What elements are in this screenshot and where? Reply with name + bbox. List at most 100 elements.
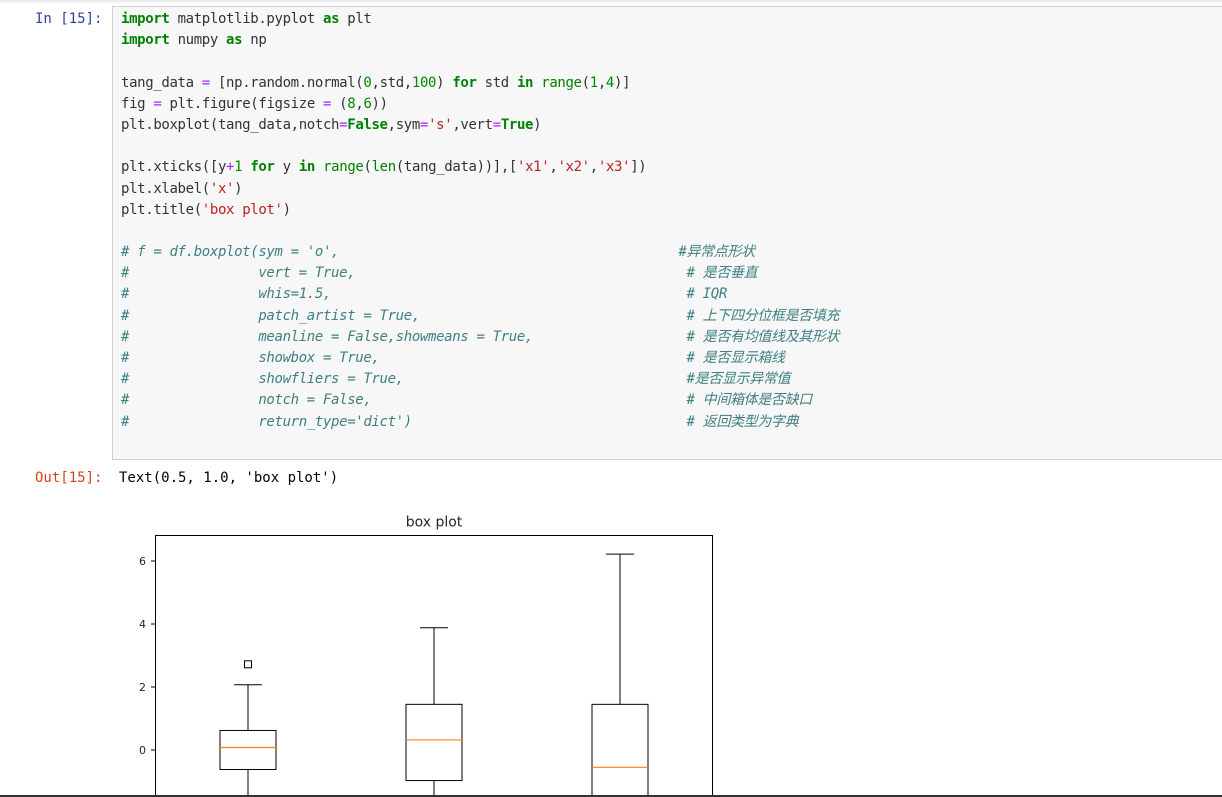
box-body <box>219 729 277 771</box>
code-line: # vert = True, # 是否垂直 <box>121 263 839 284</box>
code-line: # showbox = True, # 是否显示箱线 <box>121 348 839 369</box>
code-token: = <box>419 116 429 133</box>
code-token: = <box>153 95 162 112</box>
code-line: # showfliers = True, #是否显示异常值 <box>121 369 839 390</box>
code-token: ,std, <box>371 74 412 91</box>
code-line: plt.title('box plot') <box>121 200 839 221</box>
code-token: range <box>323 159 364 176</box>
code-token: = <box>323 95 332 112</box>
code-token: , <box>355 95 364 112</box>
box-plot-chart: box plot 0 2 4 6 <box>139 515 713 797</box>
code-token: [np.random.normal( <box>209 74 364 91</box>
code-token: 1 <box>234 159 243 176</box>
code-line: ​ <box>121 51 839 72</box>
axes-frame <box>155 535 713 797</box>
code-line: # notch = False, # 中间箱体是否缺口 <box>121 390 839 411</box>
code-token: plt <box>339 11 372 27</box>
code-line: plt.boxplot(tang_data,notch=False,sym='s… <box>121 115 839 136</box>
code-token: ) <box>282 201 291 218</box>
y-tick-label: 4 <box>139 618 146 631</box>
code-token: import <box>121 11 170 27</box>
y-tick-label: 0 <box>139 744 146 757</box>
code-token: 6 <box>363 95 372 112</box>
code-line: # meanline = False,showmeans = True, # 是… <box>121 327 840 348</box>
code-token: # patch_artist = True, # 上下四分位框是否填充 <box>121 307 840 324</box>
code-token: = <box>339 116 348 133</box>
code-token: = <box>201 74 210 91</box>
code-token: ) <box>533 116 542 133</box>
code-token: 'x1' <box>517 159 550 176</box>
code-token: tang_data <box>121 74 202 91</box>
code-token: ) <box>436 74 453 91</box>
code-token: True <box>500 116 534 133</box>
code-token: import <box>121 32 170 49</box>
code-token: as <box>226 32 243 49</box>
code-line: # patch_artist = True, # 上下四分位框是否填充 <box>121 306 840 327</box>
code-token: ( <box>331 95 348 112</box>
code-token: len <box>371 159 397 176</box>
code-token: = <box>492 116 501 133</box>
code-token: range <box>541 74 582 91</box>
code-token: # showbox = True, # 是否显示箱线 <box>121 350 785 366</box>
code-line: plt.xlabel('x') <box>121 179 839 200</box>
outlier-marker <box>244 660 252 669</box>
code-token: 0 <box>363 74 372 91</box>
code-token: plt.boxplot(tang_data,notch <box>121 116 340 133</box>
code-token: , <box>597 74 606 91</box>
code-token: in <box>298 159 316 176</box>
y-axis: 0 2 4 6 <box>139 555 156 757</box>
code-token: ) <box>234 180 243 197</box>
code-token: in <box>516 74 534 91</box>
code-token: numpy <box>169 32 227 49</box>
code-token: 100 <box>411 74 437 91</box>
code-token: 'x' <box>209 180 235 197</box>
chart-title: box plot <box>406 515 463 531</box>
code-token: matplotlib.pyplot <box>169 11 323 27</box>
y-tick-label: 2 <box>139 681 146 694</box>
code-token: ( <box>581 74 590 91</box>
code-token: + <box>226 159 235 176</box>
code-token: False <box>347 116 388 133</box>
code-line: # return_type='dict') # 返回类型为字典 <box>121 412 839 433</box>
code-line: ​ <box>121 221 839 242</box>
output-text: Text(0.5, 1.0, 'box plot') <box>119 470 339 486</box>
code-token: # f = df.boxplot(sym = 'o', #异常点形状 <box>121 244 755 261</box>
code-token: # showfliers = True, #是否显示异常值 <box>121 371 791 388</box>
code-token: 'box plot' <box>201 201 283 218</box>
y-tick-label: 6 <box>139 555 146 568</box>
code-line: import matplotlib.pyplot as plt <box>121 9 839 30</box>
code-token: fig <box>121 95 154 112</box>
code-token: y <box>274 159 299 176</box>
code-line: tang_data = [np.random.normal(0,std,100)… <box>121 73 839 94</box>
code-token: 8 <box>347 95 356 112</box>
code-token: plt.title( <box>121 201 202 218</box>
output-prompt: Out[15]: <box>35 470 103 486</box>
code-token: ]) <box>630 159 647 176</box>
viewport-bottom-edge <box>0 795 1222 797</box>
code-token: (tang_data))],[ <box>395 159 518 176</box>
code-token: np <box>242 32 267 49</box>
code-token: ,sym <box>387 116 421 133</box>
code-line: plt.xticks([y+1 for y in range(len(tang_… <box>121 157 839 178</box>
code-token: 'x3' <box>597 159 631 176</box>
code-line: # whis=1.5, # IQR <box>121 284 839 305</box>
box-series <box>219 553 649 797</box>
input-prompt: In [15]: <box>35 11 103 27</box>
box-body <box>405 703 463 782</box>
code-token: # whis=1.5, # IQR <box>121 286 727 303</box>
code-token: )] <box>614 74 631 91</box>
code-token: 4 <box>605 74 615 91</box>
code-token: as <box>322 11 340 27</box>
code-token: # return_type='dict') # 返回类型为字典 <box>121 413 799 430</box>
code-token: for <box>250 159 275 176</box>
code-token: plt.figure(figsize <box>161 95 323 112</box>
box-body <box>591 703 649 797</box>
code-token: , <box>589 159 598 176</box>
code-line: import numpy as np <box>121 30 839 51</box>
code-token: # notch = False, # 中间箱体是否缺口 <box>121 392 812 409</box>
code-token: ,vert <box>452 116 493 133</box>
code-token: 'x2' <box>557 159 590 176</box>
code-token: 1 <box>589 74 598 91</box>
